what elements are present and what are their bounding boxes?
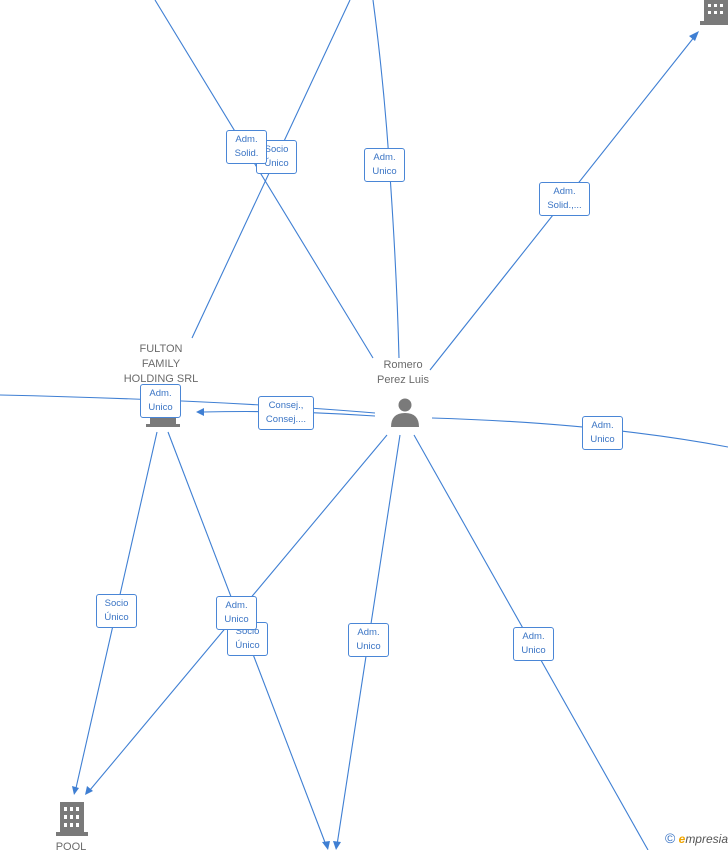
edge-label-line1: Consej., xyxy=(268,400,304,411)
person-name-line1: Romero xyxy=(383,359,423,371)
edge-label-lower-right-adm[interactable]: Adm. Unico xyxy=(513,627,554,661)
edge-label-line1: Socio xyxy=(264,144,289,155)
edge-label-top-right-adm[interactable]: Adm. Solid.,... xyxy=(539,182,590,216)
arrow-down-a xyxy=(322,841,330,850)
empresia-watermark: © empresia xyxy=(665,830,728,846)
edge-label-line1: Adm. xyxy=(522,631,545,642)
edge-label-line1: Adm. xyxy=(225,600,248,611)
edge-label-line2: Unico xyxy=(148,402,173,413)
fulton-name-line2: FAMILY xyxy=(141,358,181,370)
person-icon[interactable] xyxy=(391,398,419,428)
edge-label-line1: Adm. xyxy=(373,152,396,163)
fulton-name-line3: HOLDING SRL xyxy=(123,373,199,385)
edge-label-line2: Único xyxy=(104,612,129,623)
edge-label-line1: Adm. xyxy=(235,134,258,145)
fulton-name-line1: FULTON xyxy=(139,343,183,355)
arrow-down-b xyxy=(333,841,341,850)
edge-label-line1: Adm. xyxy=(591,420,614,431)
arrow-pool-b xyxy=(85,786,93,795)
edge-label-top-center-adm[interactable]: Adm. Unico xyxy=(364,148,405,182)
edge-label-right-adm[interactable]: Adm. Unico xyxy=(582,416,623,450)
edge-label-fulton-adm[interactable]: Adm. Unico xyxy=(140,384,181,418)
edge-label-line1: Socio xyxy=(235,626,260,637)
edge-label-line2: Unico xyxy=(521,645,546,656)
copyright-icon: © xyxy=(664,830,676,846)
edge-label-lower-adm[interactable]: Adm. Unico xyxy=(348,623,389,657)
edge-label-line2: Único xyxy=(235,640,260,651)
edge-topleft-a xyxy=(154,0,374,359)
fulton-company-label[interactable]: FULTON FAMILY HOLDING SRL xyxy=(116,342,206,387)
edge-label-consej[interactable]: Consej., Consej.... xyxy=(258,396,314,430)
arrow-pool-a xyxy=(72,786,79,795)
edge-label-line2: Único xyxy=(264,158,289,169)
edge-label-line1: Adm. xyxy=(553,186,576,197)
edge-label-line2: Solid. xyxy=(234,148,259,159)
edge-top-center xyxy=(372,0,400,359)
brand-e-letter: e xyxy=(678,832,686,846)
edge-label-line2: Unico xyxy=(224,614,249,625)
edge-label-line2: Unico xyxy=(356,641,381,652)
edge-label-line1: Socio xyxy=(104,598,129,609)
edge-label-line2: Unico xyxy=(372,166,397,177)
edge-right xyxy=(431,417,728,448)
edge-label-line1: Adm. xyxy=(149,388,172,399)
brand-rest: mpresia xyxy=(685,832,728,846)
pool-name: POOL xyxy=(55,841,87,853)
person-name-label[interactable]: Romero Perez Luis xyxy=(368,358,438,388)
person-name-line2: Perez Luis xyxy=(377,374,429,386)
edge-label-mid-adm[interactable]: Adm. Unico xyxy=(216,596,257,630)
edge-label-top-left-adm[interactable]: Adm. Solid. xyxy=(226,130,267,164)
edge-left-far xyxy=(0,394,376,414)
edge-label-line2: Unico xyxy=(590,434,615,445)
arrowheads xyxy=(72,31,699,850)
edge-label-line2: Solid.,... xyxy=(547,200,582,211)
arrow-top-right xyxy=(689,31,699,41)
edge-label-line2: Consej.... xyxy=(265,414,307,425)
pool-building-icon[interactable] xyxy=(56,802,88,836)
edge-label-left-socio[interactable]: Socio Único xyxy=(96,594,137,628)
arrow-consej xyxy=(196,408,204,416)
topright-building-icon[interactable] xyxy=(700,0,728,25)
edge-label-line1: Adm. xyxy=(357,627,380,638)
pool-company-label[interactable]: POOL xyxy=(46,840,96,854)
